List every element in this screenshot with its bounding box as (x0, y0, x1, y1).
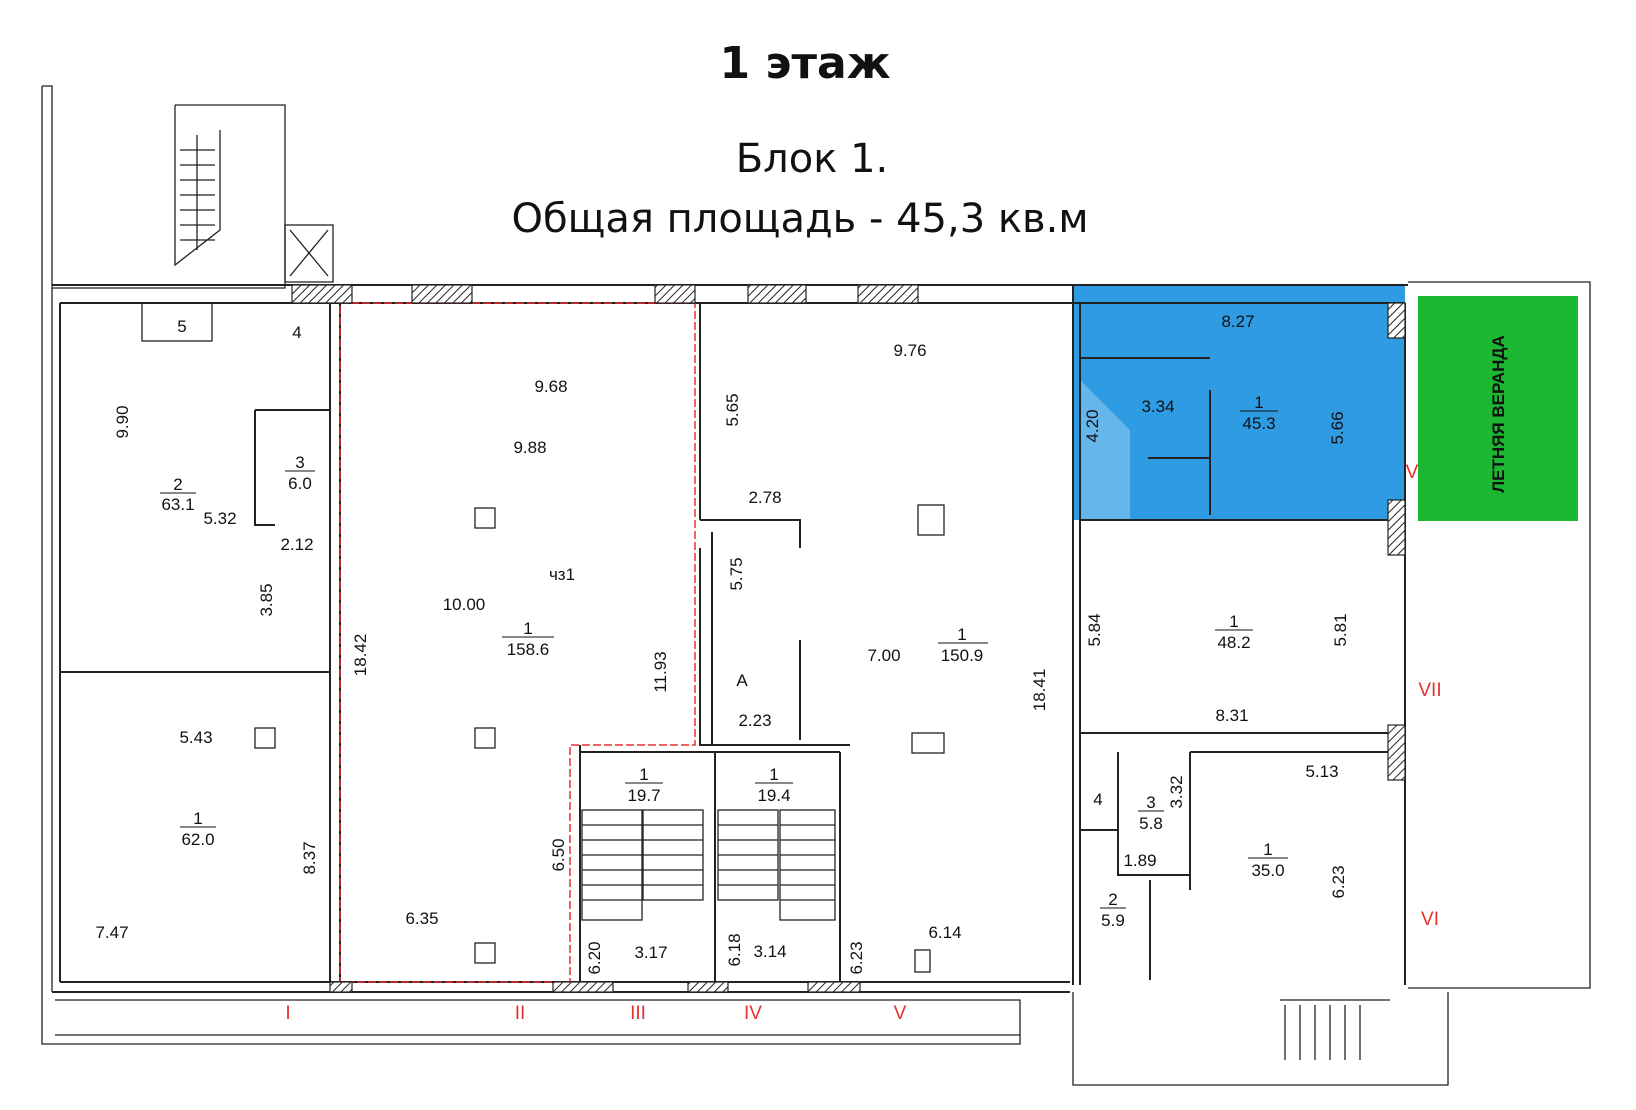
axis-label: I (285, 1003, 290, 1024)
room-1-19-7[interactable]: 119.7 (625, 765, 663, 805)
dimension-label: 1 (639, 765, 648, 784)
dimension-label: 1 (957, 625, 966, 644)
floor-title: 1 этаж (720, 38, 891, 89)
dimension-label: 5.81 (1331, 613, 1350, 646)
room-1-35[interactable]: 135.0 (1248, 840, 1288, 880)
dimension-label: 6.0 (288, 474, 312, 493)
dimension-label: 7.00 (867, 646, 900, 665)
dimension-label: 5.43 (179, 728, 212, 747)
room-3-6[interactable]: 36.0 (285, 453, 315, 493)
dimension-label: 8.31 (1215, 706, 1248, 725)
room-1-19-4[interactable]: 119.4 (755, 765, 793, 805)
dimension-label: 8.37 (300, 841, 319, 874)
dimension-label: 5.65 (723, 393, 742, 426)
dimension-label: 18.42 (351, 634, 370, 677)
room-5: 5 (177, 317, 186, 336)
dimension-label: 6.20 (585, 941, 604, 974)
dimension-label: 6.35 (405, 909, 438, 928)
dimension-label: 5.13 (1305, 762, 1338, 781)
dimension-label: 150.9 (941, 646, 984, 665)
dimension-label: 9.68 (534, 377, 567, 396)
axis-label: V (1406, 462, 1419, 483)
dimension-label: 3.17 (634, 943, 667, 962)
dimension-label: 3.32 (1167, 775, 1186, 808)
dimension-label: 1 (1254, 393, 1263, 412)
room-4: 4 (292, 323, 301, 342)
dimension-label: 62.0 (181, 830, 214, 849)
axis-label: III (630, 1003, 646, 1024)
total-area: Общая площадь - 45,3 кв.м (512, 196, 1089, 242)
axis-labels: I II III IV V VI VII V (285, 462, 1441, 1024)
room-3-5-8[interactable]: 35.8 (1138, 793, 1164, 833)
axis-label: VI (1421, 909, 1439, 930)
dimension-label: 5.75 (727, 557, 746, 590)
axis-label: II (515, 1003, 526, 1024)
dimension-label: 35.0 (1251, 861, 1284, 880)
dimension-label: 9.88 (513, 438, 546, 457)
dimension-label: 8.27 (1221, 312, 1254, 331)
dimension-label: 9.90 (113, 405, 132, 438)
dimension-label: 3 (1146, 793, 1155, 812)
dimension-label: 9.76 (893, 341, 926, 360)
room-1-48-2[interactable]: 148.2 (1215, 612, 1253, 652)
dimension-label: 63.1 (161, 495, 194, 514)
dimension-label: 2.12 (280, 535, 313, 554)
room-1-158[interactable]: 1 158.6 (502, 619, 554, 659)
dimension-label: 6.50 (549, 838, 568, 871)
dimension-label: 6.23 (1329, 865, 1348, 898)
room-4-wc: 4 (1093, 790, 1102, 809)
dimension-label: 6.18 (725, 933, 744, 966)
dimension-label: 1 (1229, 612, 1238, 631)
dimension-label: 48.2 (1217, 633, 1250, 652)
dimension-label: 1 (193, 809, 202, 828)
dimension-label: 7.47 (95, 923, 128, 942)
dimension-label: 1 (1263, 840, 1272, 859)
dimension-label: 158.6 (507, 640, 550, 659)
dimension-label: 5.32 (203, 509, 236, 528)
dimension-label: 19.7 (627, 786, 660, 805)
dimension-label: 6.14 (928, 923, 961, 942)
veranda-area[interactable] (1418, 296, 1578, 521)
room-2-5-9[interactable]: 25.9 (1100, 890, 1126, 930)
dimension-label: 5.84 (1085, 613, 1104, 646)
dimension-label: 3.85 (257, 583, 276, 616)
dimension-label: 6.23 (847, 941, 866, 974)
mark-ch: чз1 (549, 565, 575, 584)
dimension-label: 2 (1108, 890, 1117, 909)
dimensions: 9.90 5.32 2.12 3.85 5.43 8.37 7.47 18.42… (95, 312, 1350, 975)
dimension-label: 19.4 (757, 786, 790, 805)
dimension-label: 5.66 (1328, 411, 1347, 444)
room-1-150[interactable]: 1 150.9 (938, 625, 988, 665)
dimension-label: 3.34 (1141, 397, 1174, 416)
dimension-label: 3.14 (753, 942, 786, 961)
dimension-label: 2.78 (748, 488, 781, 507)
room-2-63[interactable]: 263.1 (160, 475, 196, 514)
dimension-label: 3 (295, 453, 304, 472)
axis-label: IV (744, 1003, 762, 1024)
room-1-62[interactable]: 162.0 (180, 809, 216, 849)
highlight-glare (1080, 380, 1130, 520)
room-1-45-3[interactable]: 145.3 (1240, 393, 1278, 433)
dimension-label: 1 (769, 765, 778, 784)
dimension-label: 1 (523, 619, 532, 638)
block-title: Блок 1. (736, 136, 889, 182)
dimension-label: 2.23 (738, 711, 771, 730)
axis-label: V (894, 1003, 907, 1024)
dimension-label: 2 (173, 475, 182, 494)
veranda-label: ЛЕТНЯЯ ВЕРАНДА (1489, 335, 1508, 493)
dimension-label: 5.8 (1139, 814, 1163, 833)
dimension-label: 45.3 (1242, 414, 1275, 433)
dimension-label: 11.93 (651, 651, 670, 692)
dimension-label: 4.20 (1083, 409, 1102, 442)
dimension-label: 10.00 (443, 595, 486, 614)
dimension-label: 18.41 (1030, 669, 1049, 712)
walls (41, 85, 1591, 1086)
dimension-label: 5.9 (1101, 911, 1125, 930)
axis-label: VII (1418, 680, 1441, 701)
mark-a: А (736, 671, 748, 690)
dimension-label: 1.89 (1123, 851, 1156, 870)
